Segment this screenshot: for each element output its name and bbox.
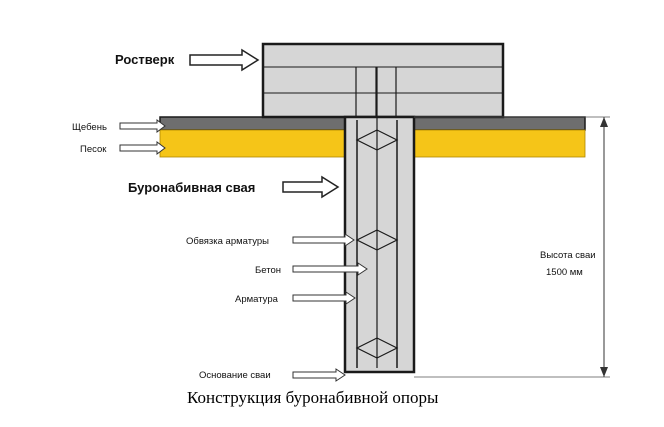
label-rostverk: Ростверк bbox=[115, 52, 175, 67]
label-armatura: Арматура bbox=[235, 294, 279, 305]
arrow-armatura bbox=[292, 291, 356, 305]
arrow-beton bbox=[292, 262, 368, 276]
label-svaya: Буронабивная свая bbox=[128, 180, 255, 195]
arrow-obvyazka bbox=[292, 233, 355, 247]
label-beton: Бетон bbox=[255, 265, 281, 276]
rebar-tie-mid bbox=[355, 229, 399, 251]
grillage-block bbox=[261, 42, 505, 119]
diagram-caption: Конструкция буронабивной опоры bbox=[187, 388, 439, 407]
rebar-tie-top bbox=[355, 129, 399, 151]
label-height-line1: Высота сваи bbox=[540, 250, 596, 261]
arrow-osnovanie bbox=[292, 368, 346, 382]
label-osnovanie: Основание сваи bbox=[199, 370, 271, 381]
arrow-pesok bbox=[119, 141, 166, 155]
height-dimension bbox=[414, 116, 610, 378]
arrow-sheben bbox=[119, 119, 166, 133]
label-obvyazka: Обвязка арматуры bbox=[186, 236, 269, 247]
label-height-line2: 1500 мм bbox=[546, 267, 583, 278]
label-sheben: Щебень bbox=[72, 122, 107, 133]
label-pesok: Песок bbox=[80, 144, 107, 155]
arrow-rostverk bbox=[189, 48, 260, 72]
rebar-tie-bottom bbox=[355, 337, 399, 359]
arrow-svaya bbox=[282, 175, 340, 199]
bored-pile bbox=[343, 67, 416, 374]
